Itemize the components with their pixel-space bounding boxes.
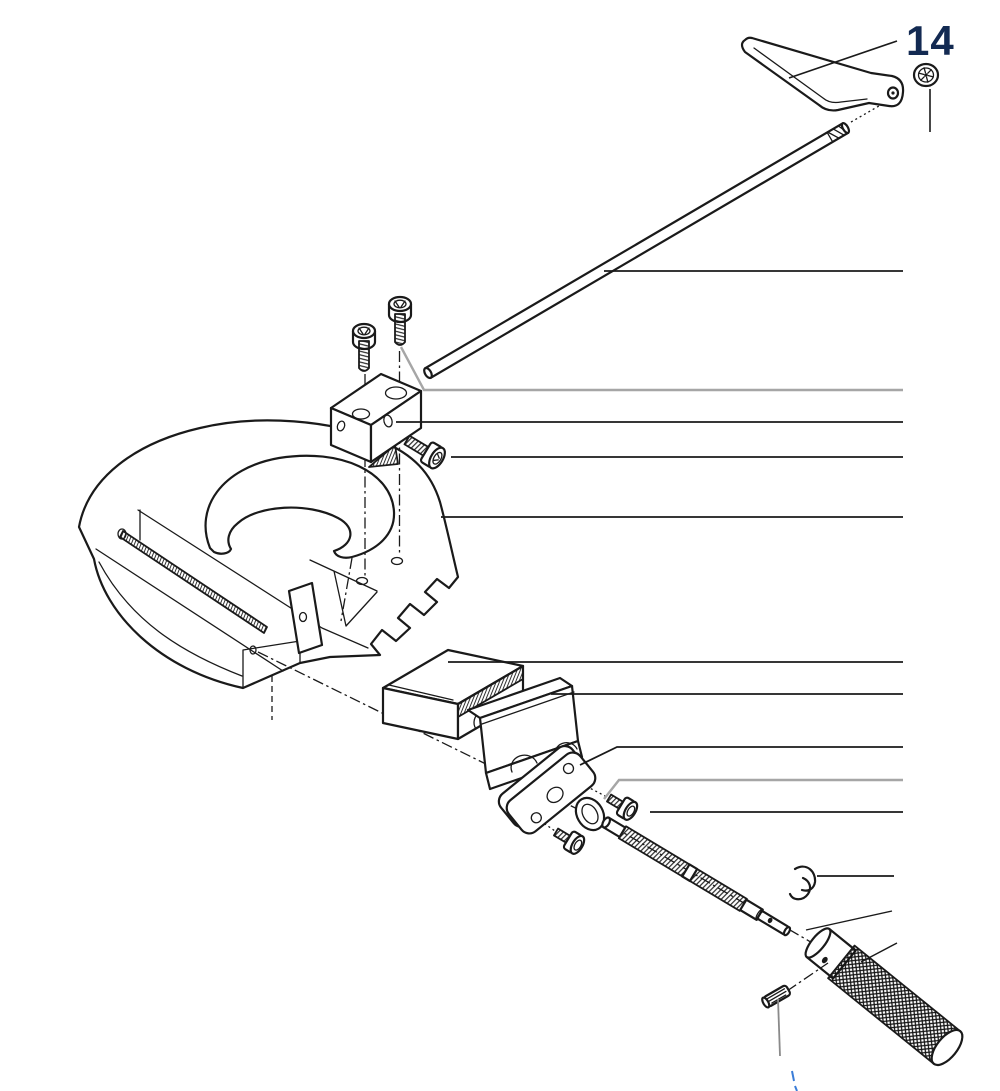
plate-screw-lower-socket [573,839,583,851]
screw-b-hex-marks [394,300,406,308]
groove-pin [761,984,792,1009]
rod-to-lever-axis [850,101,887,123]
screw-b-head-top [387,295,413,313]
lead-screw [601,816,792,937]
lead-screw-pin-cap [782,926,792,937]
e-clip-body [788,865,817,901]
e-clip [788,865,817,901]
jaw-upper-step-line [388,684,454,701]
screw-a-shank [358,340,370,372]
push-nut-inner-ring [917,67,935,83]
plate-screw-upper [606,793,639,821]
blue-mark [794,1085,798,1091]
jaw-upper-serration [457,665,524,718]
notch-centerline [340,557,353,622]
stub-hole [298,611,308,623]
washer-inner [581,803,599,825]
bent-lever [740,36,905,112]
rod-body [424,122,850,379]
groove-pin-cap [761,996,771,1009]
end-plate [497,744,597,835]
leader-end-plate [579,746,903,766]
leader-groove-pin [777,998,781,1057]
block-front-hole [336,420,346,432]
handle-end-cap [930,1028,964,1067]
screw-a-socket [357,326,371,336]
slot-wall-stub [287,581,324,655]
leader-cap-screw [399,346,903,392]
lead-screw-thread [617,825,748,912]
block-right-face [369,389,423,464]
push-nut [912,62,940,88]
plate-front-face [505,751,597,835]
handle-collar-hole [821,956,828,964]
push-nut-star [918,67,934,83]
leader-lines [396,40,931,1057]
page-marks [791,1070,798,1091]
base-hole-right [390,556,404,566]
screw-a-head-top [351,322,377,340]
rod-end-cap [423,366,433,380]
leadscrew-groove [119,530,268,634]
plate-screw-upper-socket [626,805,636,817]
front-face-hole [249,645,257,655]
plate-center-hole [546,786,564,804]
washer [574,796,606,832]
jaw-lower-notch-a [510,754,538,773]
base-hole-left [355,576,369,586]
rod-tip-cap [840,122,851,135]
jaw-lower-edge-line [481,691,575,725]
plate-hole-right [562,762,575,775]
callout-label: 14 [906,17,955,64]
block-side-hole [383,414,393,428]
shelf-front-edge [95,548,284,677]
clamp-screw [403,434,446,470]
clamp-screw-hex-marks [432,452,440,462]
connecting-rod [423,122,851,380]
lead-screw-pin-hole [767,917,773,924]
plate-hole-left [530,812,542,824]
rod-thread-hatch [826,125,848,143]
plate-screw-lower [553,827,586,855]
swivel-base [77,419,460,690]
screw-b-socket [393,299,407,309]
lever-inner-edge [753,47,868,104]
clamp-screw-socket [432,451,443,465]
guide-block [329,372,423,464]
pin-to-handle-axis [786,962,829,992]
jaw-upper [381,648,525,741]
wedge-key [368,444,399,468]
cap-screw-b [387,295,413,346]
block-bore-large [384,386,408,400]
lever-outline [740,36,905,112]
block-bore-small [351,408,371,420]
v-notch [309,559,378,627]
handle-collar-cap [804,927,832,959]
screw-b-shank [394,313,406,346]
lead-screw-mid-band [681,863,699,883]
blue-mark [791,1070,795,1082]
lead-screw-tip-cap [601,816,612,829]
cap-screw-a [351,322,377,372]
lever-tab-hole-dot [891,91,895,95]
push-nut-center [924,73,928,77]
leader-bent-lever [788,40,898,79]
groove-end-hole [117,528,127,540]
horseshoe-recess [204,454,396,559]
screw-a-hex-marks [358,327,370,335]
leader-washer [603,778,903,800]
knurled-handle [804,927,964,1067]
leader-lead-screw-pin [805,910,893,931]
leader-knurled-handle [860,942,898,963]
